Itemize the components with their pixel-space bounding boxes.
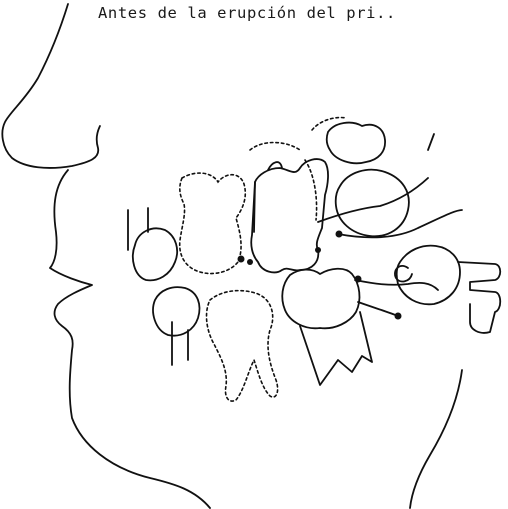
upper-molar-root: [254, 162, 282, 232]
landmark-dot: [247, 259, 253, 265]
crypt-outline: [250, 118, 346, 221]
landmark-dot: [336, 231, 343, 238]
jaw-line: [410, 370, 462, 508]
developing-tooth-2: [336, 170, 409, 237]
tooth-bud-tube: [458, 262, 500, 333]
upper-premolar: [133, 228, 177, 280]
landmark-dot: [355, 276, 362, 283]
occlusal-curve: [318, 178, 428, 222]
unerupted-upper-tooth: [180, 173, 246, 273]
unerupted-lower-tooth: [207, 291, 278, 401]
lower-molar-roots: [300, 312, 372, 385]
face-profile: [2, 4, 210, 508]
developing-tooth-1: [327, 123, 385, 164]
landmark-dot: [238, 256, 245, 263]
tick-mark: [428, 134, 434, 150]
landmark-dot: [315, 247, 321, 253]
lower-molar: [282, 269, 359, 329]
lower-premolar: [153, 287, 199, 335]
arc-line-3: [355, 280, 438, 290]
arc-line-4: [358, 302, 398, 316]
landmark-dot: [395, 313, 402, 320]
developing-tooth-3: [397, 246, 460, 305]
